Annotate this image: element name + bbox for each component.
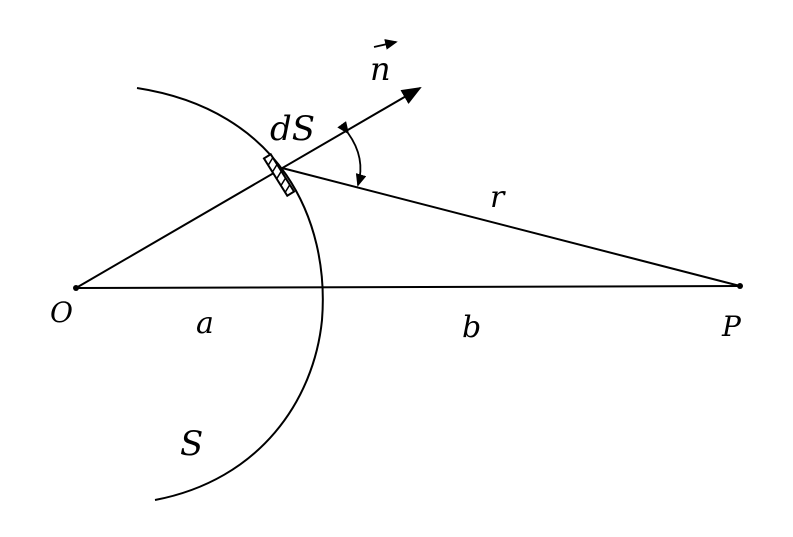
axis-line-op <box>75 285 741 289</box>
normal-vector-line <box>75 86 422 289</box>
surface-element-ds <box>262 152 296 198</box>
label-point: P <box>721 310 742 343</box>
point-o-dot <box>73 285 79 291</box>
label-segment-b: b <box>462 310 481 345</box>
wavefront-arc <box>136 87 324 501</box>
label-element: dS <box>270 109 315 149</box>
distance-line-r <box>281 167 741 287</box>
vector-bar-n <box>373 39 398 50</box>
angle-marker <box>337 121 367 187</box>
label-segment-a: a <box>196 306 214 341</box>
label-normal: n <box>370 50 391 88</box>
label-origin: O <box>50 296 73 329</box>
point-p-dot <box>737 283 743 289</box>
label-distance: r <box>490 180 506 215</box>
label-surface: S <box>180 424 203 464</box>
